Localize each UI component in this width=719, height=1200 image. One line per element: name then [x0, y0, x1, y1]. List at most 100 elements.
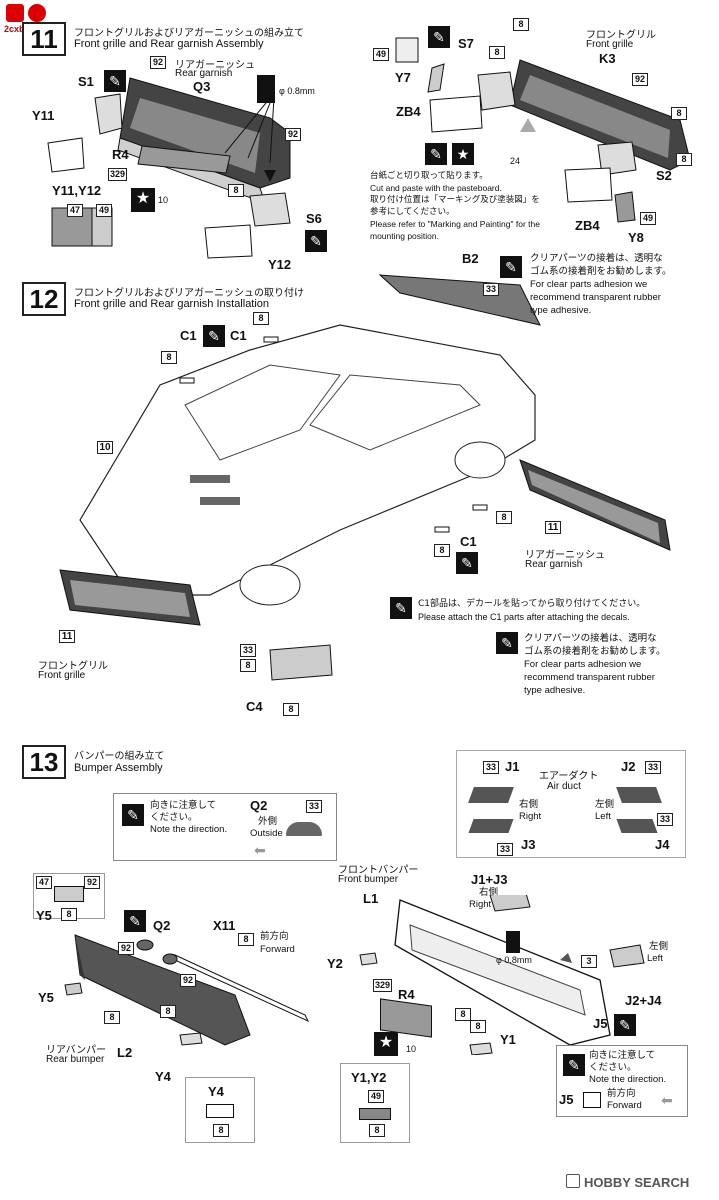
clear-adhesion-en-3: type adhesive. — [530, 305, 592, 316]
j5-part-shape — [583, 1092, 601, 1108]
part-r4: R4 — [112, 147, 129, 162]
paint-8-l2-a: 8 — [104, 1011, 120, 1024]
q2-note-en: Note the direction. — [150, 824, 228, 835]
part-l1: L1 — [363, 891, 379, 906]
j4-part-shape — [616, 819, 658, 833]
part-y4-b: Y4 — [208, 1084, 224, 1099]
right-en: Right — [519, 811, 542, 822]
part-c1-a: C1 — [180, 328, 197, 343]
rear-garnish-jp: リアガーニッシュ — [175, 60, 255, 71]
j1-part-shape — [468, 787, 514, 803]
c1-note-en: Please attach the C1 parts after attachi… — [418, 612, 630, 622]
part-zb4-b: ZB4 — [575, 218, 600, 233]
step-13-title-en: Bumper Assembly — [74, 762, 163, 774]
paint-24: 24 — [510, 156, 521, 166]
paint-33-b2: 33 — [483, 283, 499, 296]
paint-8-l2-b: 8 — [160, 1005, 176, 1018]
glue-icon-clear: ✎ — [500, 256, 522, 278]
paint-8-x11: 8 — [238, 933, 254, 946]
decal-10-b: 10 — [406, 1044, 417, 1054]
part-y4-a: Y4 — [155, 1069, 171, 1084]
clear-glue-icon-3: ✎ — [428, 26, 450, 48]
q2-outside-en: Outside — [250, 828, 283, 839]
clear-adhesion-en-2: recommend transparent rubber — [530, 292, 661, 303]
paint-8-c1-c: 8 — [496, 511, 512, 524]
part-y8: Y8 — [628, 230, 644, 245]
rear-bumper-jp: リアバンパー — [46, 1045, 107, 1056]
paint-8-c4-b: 8 — [283, 703, 299, 716]
y4-box: Y4 8 — [185, 1077, 255, 1143]
rear-bumper-diagram — [64, 934, 310, 1046]
part-j1: J1 — [505, 759, 520, 774]
paint-92-q2-b: 92 — [180, 974, 196, 987]
part-s7: S7 — [458, 36, 474, 51]
j5-direction-box: ✎ 向きに注意して ください。 Note the direction. J5 前… — [556, 1045, 688, 1117]
glue-icon-c1-b: ✎ — [456, 552, 478, 574]
part-y5-a: Y5 — [36, 908, 52, 923]
drill-size-2: φ 0.8mm — [496, 955, 532, 965]
paint-92-y5: 92 — [84, 876, 100, 889]
paint-8-l1-b: 8 — [470, 1020, 486, 1033]
arrow-left-icon: ⬅ — [254, 842, 266, 858]
paint-8-c: 8 — [489, 46, 505, 59]
glue-icon-q2-b: ✎ — [124, 910, 146, 932]
step-12-title-jp: フロントグリルおよびリアガーニッシュの取り付け — [74, 288, 304, 299]
step-12-number-text: 12 — [29, 284, 59, 314]
q2-label: Q2 — [250, 798, 268, 813]
step-12-car-body-diagram — [59, 274, 671, 681]
paint-8-y5: 8 — [61, 908, 77, 921]
glue-icon-c1: ✎ — [203, 325, 225, 347]
step-11-title-en: Front grille and Rear garnish Assembly — [74, 38, 264, 50]
left-en: Left — [595, 811, 611, 822]
y5-lens-shape — [54, 886, 84, 902]
clear-glue-icon-2: ✎ — [305, 230, 327, 252]
air-duct-jp: エアーダクト — [539, 771, 599, 782]
y1-y2-box: Y1,Y2 49 8 — [340, 1063, 410, 1143]
front-grille-en-12: Front grille — [38, 670, 86, 681]
paint-8-c4-a: 8 — [240, 659, 256, 672]
front-bumper-diagram — [359, 895, 645, 1055]
q2-outside-jp: 外側 — [258, 816, 278, 827]
part-j3: J3 — [521, 837, 536, 852]
part-s1: S1 — [78, 74, 94, 89]
paint-49: 49 — [96, 204, 112, 217]
body-part-10: 10 — [97, 441, 113, 454]
pasteboard-note-en: Cut and paste with the pasteboard. — [370, 183, 502, 193]
paint-8-b: 8 — [513, 18, 529, 31]
j3-part-shape — [468, 819, 514, 833]
paint-47: 47 — [67, 204, 83, 217]
part-j5: J5 — [593, 1016, 608, 1031]
step-11-title-jp: フロントグリルおよびリアガーニッシュの組み立て — [74, 28, 304, 39]
paint-8-a: 8 — [228, 184, 244, 197]
j5-forward-en: Forward — [607, 1100, 642, 1111]
paint-92: 92 — [150, 56, 166, 69]
paint-33-q2: 33 — [306, 800, 322, 813]
clear-adhesion-jp-1b: クリアパーツの接着は、透明な — [524, 633, 657, 644]
paint-49-y1: 49 — [368, 1090, 384, 1103]
y1-lens-shape — [359, 1108, 391, 1120]
fb-left-en: Left — [647, 953, 663, 964]
paint-33-j4: 33 — [657, 813, 673, 826]
step-13-number: 13 — [22, 745, 66, 779]
air-duct-en: Air duct — [547, 781, 581, 792]
clear-adhesion-en-3b: type adhesive. — [524, 685, 586, 696]
part-s2: S2 — [656, 168, 672, 183]
rear-garnish-en-12: Rear garnish — [525, 559, 583, 570]
right-jp: 右側 — [519, 799, 539, 810]
fb-right-jp: 右側 — [479, 887, 499, 898]
mounting-note-jp: 取り付け位置は「マーキング及び塗装図」を参考にしてください。 — [370, 195, 540, 217]
part-j4: J4 — [655, 837, 670, 852]
hobbysearch-icon — [566, 1174, 580, 1188]
step-11-number: 11 — [22, 22, 66, 56]
clear-adhesion-en-2b: recommend transparent rubber — [524, 672, 655, 683]
j2-part-shape — [616, 787, 662, 803]
j5-forward-jp: 前方向 — [607, 1088, 636, 1099]
j5-label: J5 — [559, 1092, 574, 1107]
part-q3: Q3 — [193, 79, 211, 94]
part-y11-y12: Y11,Y12 — [52, 183, 102, 198]
air-duct-box: 33 J1 エアーダクト Air duct J2 33 右側 Right 左側 … — [456, 750, 686, 858]
front-grille-jp-12: フロントグリル — [38, 661, 108, 672]
left-jp: 左側 — [595, 799, 615, 810]
paint-8-l1-a: 8 — [455, 1008, 471, 1021]
q2-note-jp-1: 向きに注意して — [150, 800, 217, 811]
